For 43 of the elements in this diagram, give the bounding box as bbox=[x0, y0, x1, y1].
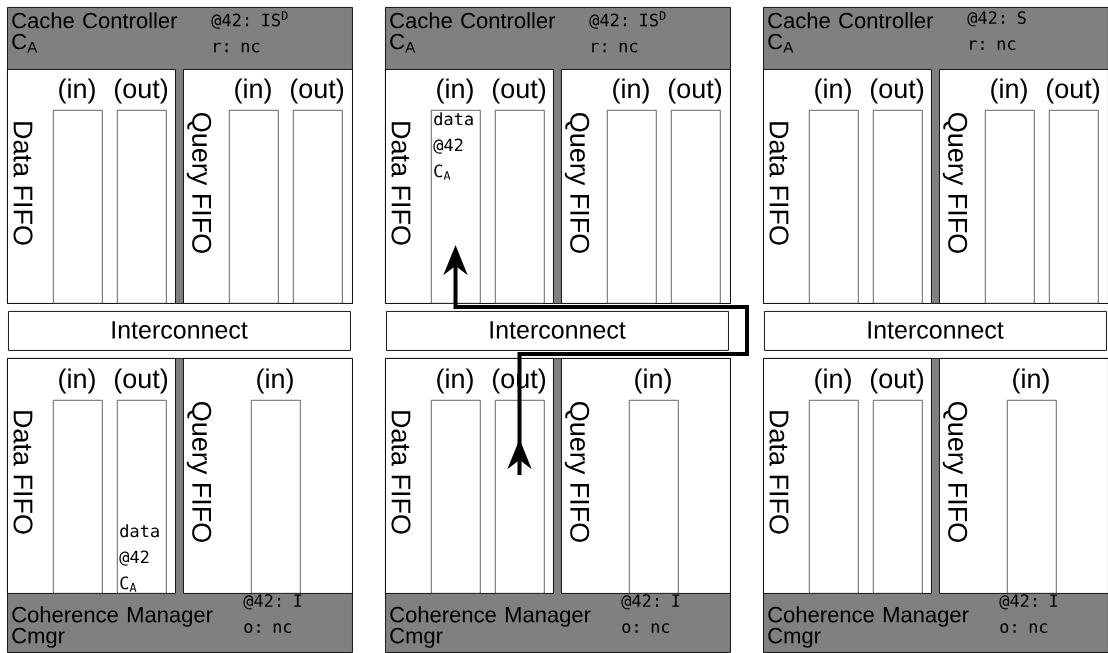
fifo-slot: (in) data @42 C$_{A}$ bbox=[431, 78, 481, 304]
fifo-slot: (out) bbox=[668, 78, 722, 304]
fifo-slot: (out) bbox=[870, 368, 924, 594]
node-label: (out) bbox=[1046, 78, 1100, 104]
node-label: (in) bbox=[991, 78, 1027, 104]
node-label: (in) bbox=[437, 78, 473, 104]
node-label: (in) bbox=[59, 368, 95, 394]
fifo-slot: (in) bbox=[985, 78, 1035, 304]
fifo-slot: (in) bbox=[431, 368, 481, 594]
node-label: (in) bbox=[437, 368, 473, 394]
fifo-slot: (in) bbox=[809, 78, 859, 304]
fifo-slot: (out) bbox=[114, 78, 168, 304]
fifo-slot: (out) bbox=[492, 78, 546, 304]
fifo-slot: (in) bbox=[1007, 368, 1057, 594]
fifo-slot: (in) bbox=[53, 78, 103, 304]
fifo-slot: (out) bbox=[290, 78, 344, 304]
node-label: (out) bbox=[492, 78, 546, 104]
interconnect-box: Interconnect bbox=[8, 311, 351, 351]
fifo-slot: (in) bbox=[229, 78, 279, 304]
node-label: (in) bbox=[815, 78, 851, 104]
fifo-slot: (out) bbox=[870, 78, 924, 304]
node-label: (in) bbox=[613, 78, 649, 104]
node-label: (out) bbox=[870, 78, 924, 104]
fifo-slot: (out) data @42 C$_{A}$ bbox=[114, 368, 168, 594]
fifo-slot: (out) bbox=[1046, 78, 1100, 304]
node-label: (out) bbox=[290, 78, 344, 104]
fifo-slot: (in) bbox=[809, 368, 859, 594]
fifo-slot: (in) bbox=[53, 368, 103, 594]
node-label: (in) bbox=[1013, 368, 1049, 394]
node-label: (out) bbox=[114, 78, 168, 104]
fifo-slot: (in) bbox=[251, 368, 301, 594]
node-label: (in) bbox=[235, 78, 271, 104]
node-label: (out) bbox=[114, 368, 168, 394]
fifo-slot: (in) bbox=[607, 78, 657, 304]
node-label: (out) bbox=[870, 368, 924, 394]
interconnect-box: Interconnect bbox=[386, 311, 729, 351]
node-label: (out) bbox=[668, 78, 722, 104]
fifo-slot: (in) bbox=[629, 368, 679, 594]
node-label: (in) bbox=[635, 368, 671, 394]
interconnect-box: Interconnect bbox=[764, 311, 1107, 351]
node-label: (in) bbox=[257, 368, 293, 394]
node-label: (in) bbox=[59, 78, 95, 104]
node-label: (in) bbox=[815, 368, 851, 394]
